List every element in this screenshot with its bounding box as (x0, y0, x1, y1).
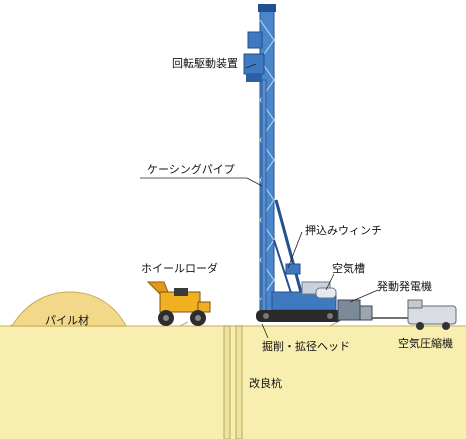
pile-driving-rig-icon (243, 4, 410, 322)
label-improved-pile: 改良杭 (249, 377, 282, 390)
label-rotary-drive: 回転駆動装置 (172, 57, 238, 70)
label-pile-material: パイル材 (45, 314, 89, 327)
label-generator: 発動発電機 (377, 280, 432, 293)
label-air-tank: 空気槽 (332, 262, 365, 275)
label-wheel-loader: ホイールローダ (141, 262, 218, 275)
label-casing-pipe: ケーシングパイプ (147, 163, 235, 176)
leader-lines (140, 63, 379, 339)
label-push-winch: 押込みウィンチ (305, 224, 382, 237)
label-air-compressor: 空気圧縮機 (398, 337, 453, 350)
sand-pile (11, 291, 127, 327)
air-compressor-icon (407, 299, 457, 330)
ground (0, 321, 466, 439)
wheel-loader-icon (146, 281, 211, 326)
improved-pile (223, 325, 243, 439)
label-drill-head: 掘削・拡径ヘッド (262, 340, 350, 353)
